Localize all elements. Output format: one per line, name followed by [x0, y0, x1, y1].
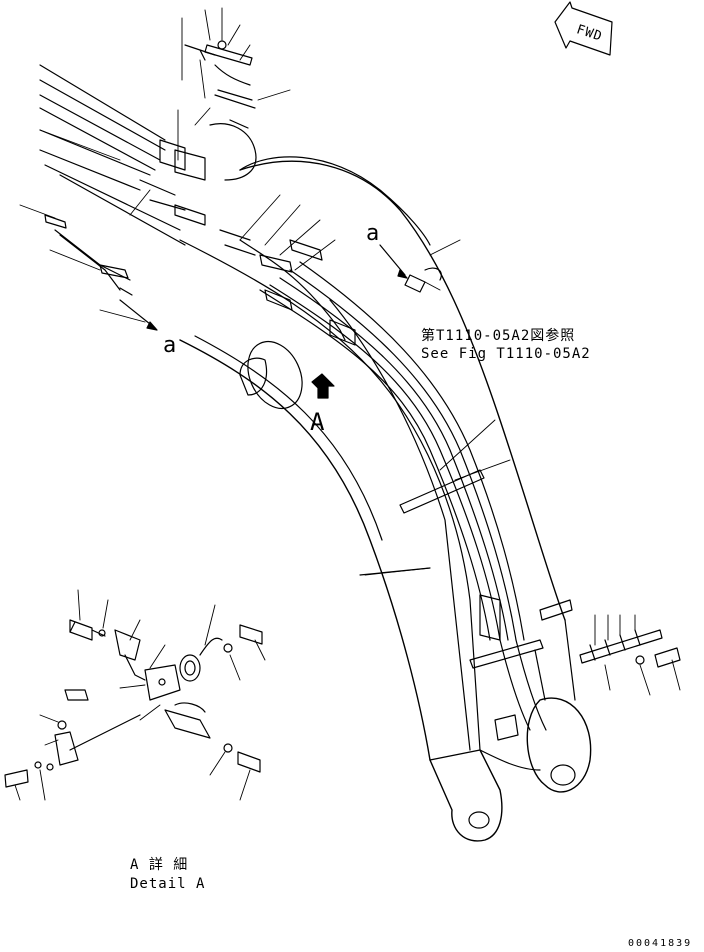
top-fittings	[44, 40, 356, 346]
section-label-a-top: a	[366, 221, 380, 246]
fwd-arrow-icon	[554, 1, 613, 56]
leader-lines	[19, 7, 511, 576]
section-arrow-left	[119, 299, 158, 331]
detail-title-jp: A 詳 細	[130, 857, 189, 873]
reference-label-en: See Fig T1110-05A2	[421, 346, 591, 362]
drawing-number: 00041839	[628, 938, 693, 949]
inspection-cover	[239, 340, 303, 410]
detail-a-parts	[4, 619, 263, 788]
reference-label-jp: 第T1110-05A2図参照	[421, 328, 576, 344]
section-arrow-right	[379, 244, 442, 293]
detail-a-leaders	[14, 589, 266, 801]
hydraulic-pipes	[239, 156, 547, 731]
view-arrow-a	[311, 373, 335, 399]
clamp-leaders	[594, 614, 681, 696]
section-label-a-left: a	[163, 333, 177, 358]
clamp-hardware	[479, 594, 681, 741]
view-label-a: A	[310, 408, 325, 436]
boom-body	[39, 64, 592, 842]
detail-title-en: Detail A	[130, 876, 206, 892]
